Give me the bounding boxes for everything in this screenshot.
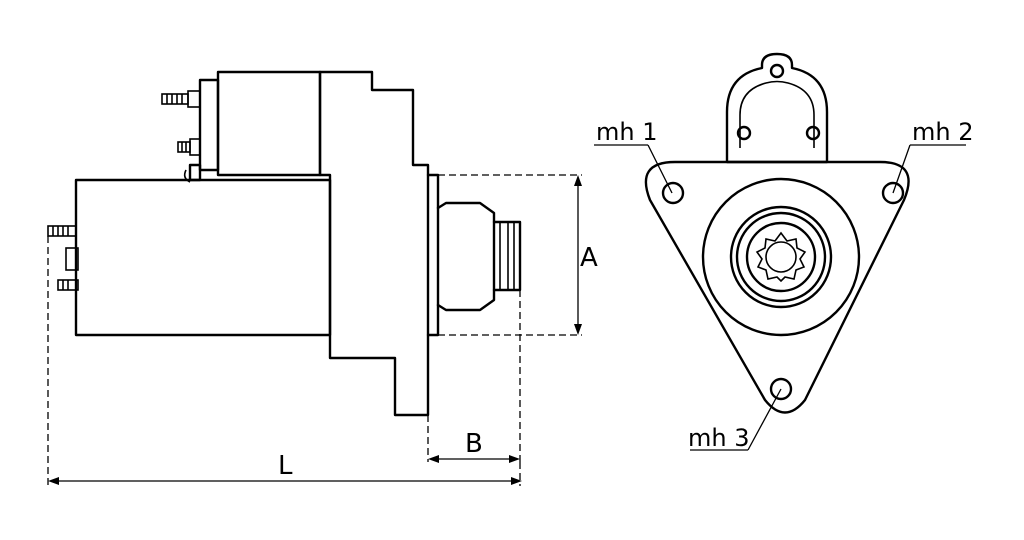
drive-housing <box>318 70 430 417</box>
dimension-a: A <box>438 174 598 336</box>
cap-hole-left <box>736 125 752 141</box>
mounting-hole-1 <box>661 181 685 205</box>
solenoid-cap <box>725 52 829 164</box>
mounting-hole-3 <box>769 377 793 401</box>
triangular-flange <box>644 160 910 414</box>
mh-1-label: mh 1 <box>596 118 658 146</box>
cap-hole-top <box>769 63 785 79</box>
dimension-b-label: B <box>465 429 483 459</box>
mh-3-label: mh 3 <box>688 424 750 452</box>
dimension-b: B <box>427 290 521 463</box>
front-view: mh 1 mh 2 mh 3 <box>594 52 974 452</box>
pinion-front <box>701 177 861 337</box>
flange <box>426 173 440 337</box>
mounting-hole-2 <box>881 181 905 205</box>
dimension-l: L <box>47 236 522 486</box>
mh-leaders <box>594 144 966 451</box>
side-view: A B L <box>47 70 598 486</box>
solenoid <box>183 70 322 183</box>
rear-terminal-studs <box>47 225 79 291</box>
mh-2-label: mh 2 <box>912 118 974 146</box>
solenoid-terminal-studs <box>161 90 201 156</box>
cap-hole-right <box>805 125 821 141</box>
dimension-l-label: L <box>278 451 293 481</box>
dimension-a-label: A <box>580 243 598 273</box>
pinion <box>436 201 522 312</box>
motor-body <box>74 178 332 337</box>
